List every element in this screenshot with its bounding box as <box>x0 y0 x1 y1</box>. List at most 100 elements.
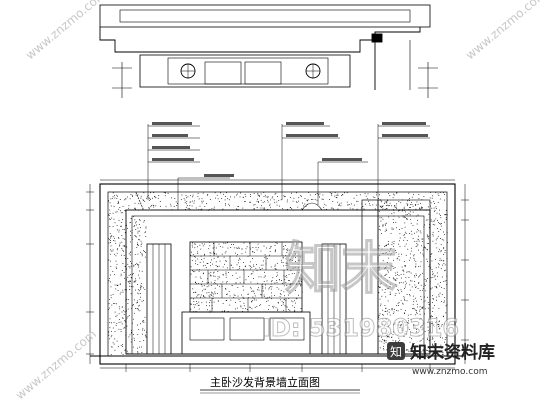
stipple-dot <box>401 210 403 212</box>
stipple-dot <box>402 215 404 217</box>
stipple-dot <box>124 321 126 323</box>
stipple-dot <box>205 301 207 303</box>
stipple-dot <box>215 261 217 263</box>
stipple-dot <box>402 320 403 322</box>
stipple-dot <box>420 318 422 319</box>
stipple-dot <box>445 214 446 216</box>
stipple-dot <box>203 257 205 259</box>
stipple-dot <box>414 276 416 278</box>
stipple-dot <box>243 262 244 263</box>
stipple-dot <box>110 266 112 267</box>
stipple-dot <box>432 231 434 233</box>
stipple-dot <box>416 240 418 242</box>
stipple-dot <box>197 196 199 198</box>
stipple-dot <box>112 192 114 194</box>
stipple-dot <box>400 299 402 301</box>
stipple-dot <box>113 240 115 241</box>
stipple-dot <box>136 247 138 248</box>
stipple-dot <box>419 313 421 315</box>
stipple-dot <box>404 286 406 288</box>
stipple-dot <box>126 310 127 312</box>
stipple-dot <box>444 234 445 235</box>
stipple-dot <box>111 234 113 236</box>
stipple-dot <box>154 196 155 197</box>
stipple-dot <box>291 283 293 285</box>
stipple-dot <box>171 209 173 211</box>
stipple-dot <box>361 207 362 209</box>
stipple-dot <box>416 223 418 225</box>
stipple-dot <box>413 295 414 297</box>
stipple-dot <box>269 296 271 298</box>
stipple-dot <box>363 208 365 210</box>
stipple-dot <box>141 253 143 255</box>
stipple-dot <box>121 306 123 308</box>
stipple-dot <box>415 208 417 210</box>
stipple-dot <box>405 282 407 284</box>
stipple-dot <box>418 240 420 242</box>
stipple-dot <box>138 274 139 276</box>
stipple-dot <box>134 235 136 237</box>
stipple-dot <box>233 294 235 296</box>
stipple-dot <box>382 224 384 226</box>
stipple-dot <box>109 278 110 279</box>
stipple-dot <box>410 253 411 255</box>
stipple-dot <box>276 204 278 206</box>
stipple-dot <box>253 266 255 267</box>
stipple-dot <box>124 320 126 321</box>
stipple-dot <box>330 207 332 209</box>
stipple-dot <box>393 323 394 325</box>
stipple-dot <box>417 244 419 246</box>
stipple-dot <box>427 337 429 339</box>
stipple-dot <box>416 310 417 312</box>
stipple-dot <box>399 210 401 211</box>
stipple-dot <box>428 339 430 341</box>
stipple-dot <box>438 251 440 253</box>
stipple-dot <box>222 208 224 210</box>
stipple-dot <box>123 250 124 252</box>
stipple-dot <box>295 253 296 255</box>
stipple-dot <box>214 280 216 282</box>
stipple-dot <box>427 307 429 309</box>
stipple-dot <box>204 253 205 255</box>
stipple-dot <box>290 286 292 288</box>
stipple-dot <box>380 206 381 208</box>
stipple-dot <box>136 194 138 196</box>
stipple-dot <box>195 276 197 278</box>
stipple-dot <box>304 203 306 205</box>
stipple-dot <box>235 311 237 313</box>
stipple-dot <box>410 314 412 315</box>
stipple-dot <box>294 266 296 268</box>
stipple-dot <box>128 315 130 316</box>
stipple-dot <box>213 243 214 244</box>
stipple-dot <box>387 270 389 272</box>
stipple-dot <box>126 325 128 327</box>
stipple-dot <box>395 250 396 251</box>
stipple-dot <box>115 266 117 268</box>
stipple-dot <box>199 244 201 246</box>
stipple-dot <box>213 246 215 248</box>
stipple-dot <box>264 271 265 273</box>
stipple-dot <box>119 199 121 200</box>
stipple-dot <box>406 333 407 335</box>
stipple-dot <box>416 303 418 305</box>
stipple-dot <box>141 300 143 302</box>
stipple-dot <box>267 300 269 302</box>
stipple-dot <box>428 243 429 244</box>
stipple-dot <box>139 220 141 221</box>
stipple-dot <box>420 351 422 353</box>
stipple-dot <box>285 255 287 256</box>
stipple-dot <box>412 347 414 349</box>
stipple-dot <box>280 299 281 301</box>
stipple-dot <box>389 205 390 206</box>
stipple-dot <box>323 206 325 208</box>
stipple-dot <box>433 324 434 326</box>
stipple-dot <box>138 329 140 330</box>
stipple-dot <box>396 192 397 194</box>
stipple-dot <box>439 285 441 287</box>
stipple-dot <box>118 220 120 221</box>
stipple-dot <box>388 271 389 273</box>
stipple-dot <box>282 255 284 257</box>
stipple-dot <box>127 308 129 310</box>
stipple-dot <box>440 282 441 283</box>
stipple-dot <box>114 274 116 275</box>
